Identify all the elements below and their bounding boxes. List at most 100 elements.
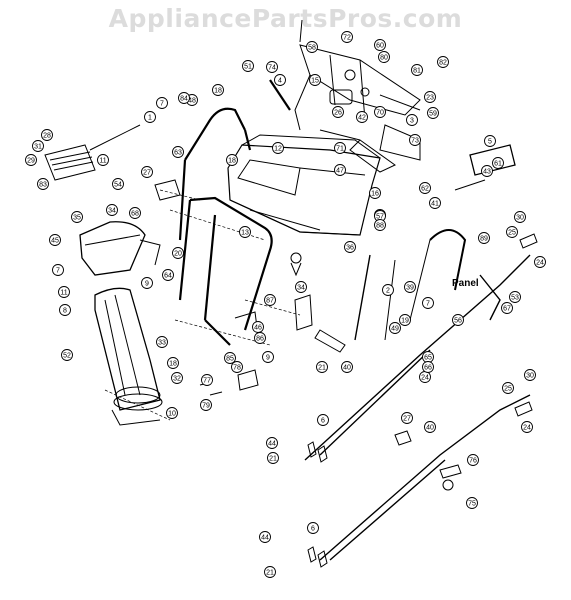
svg-text:34: 34 — [108, 208, 116, 215]
callout-71: 71 — [334, 142, 346, 154]
callout-24: 24 — [534, 256, 546, 268]
callout-7: 7 — [156, 97, 168, 109]
callout-51: 51 — [242, 60, 254, 72]
callout-20: 20 — [172, 247, 184, 259]
svg-text:59: 59 — [429, 111, 437, 118]
svg-text:85: 85 — [226, 356, 234, 363]
svg-text:24: 24 — [536, 260, 544, 267]
callout-27: 27 — [401, 412, 413, 424]
callout-11: 11 — [58, 286, 70, 298]
callout-26: 26 — [332, 106, 344, 118]
callout-42: 42 — [356, 111, 368, 123]
svg-text:31: 31 — [34, 144, 42, 151]
callout-4: 4 — [274, 74, 286, 86]
callout-44: 44 — [259, 531, 271, 543]
upper-handle — [178, 79, 291, 241]
callout-81: 81 — [411, 64, 423, 76]
callout-89: 89 — [478, 232, 490, 244]
callout-18: 18 — [226, 154, 238, 166]
headlight-element — [44, 124, 141, 181]
svg-text:32: 32 — [173, 376, 181, 383]
callout-84: 84 — [178, 92, 190, 104]
callout-83: 83 — [37, 178, 49, 190]
svg-text:54: 54 — [114, 182, 122, 189]
svg-text:66: 66 — [424, 365, 432, 372]
callout-56: 56 — [452, 314, 464, 326]
callout-35: 35 — [71, 211, 83, 223]
svg-text:81: 81 — [413, 68, 421, 75]
svg-text:7: 7 — [56, 268, 60, 275]
callout-54: 54 — [112, 178, 124, 190]
chute-deflector — [79, 221, 161, 276]
callout-2: 2 — [382, 284, 394, 296]
svg-text:68: 68 — [131, 211, 139, 218]
svg-text:87: 87 — [266, 298, 274, 305]
callout-65: 65 — [422, 351, 434, 363]
svg-text:5: 5 — [488, 139, 492, 146]
callout-28: 28 — [41, 129, 53, 141]
svg-text:49: 49 — [391, 326, 399, 333]
callout-41: 41 — [429, 197, 441, 209]
svg-text:63: 63 — [174, 150, 182, 157]
callout-80: 80 — [378, 51, 390, 63]
svg-text:65: 65 — [424, 355, 432, 362]
discharge-chute — [94, 287, 163, 426]
svg-text:10: 10 — [168, 411, 176, 418]
callout-87: 87 — [264, 294, 276, 306]
svg-text:57: 57 — [376, 214, 384, 221]
svg-text:36: 36 — [346, 245, 354, 252]
callout-45: 45 — [49, 234, 61, 246]
svg-text:3: 3 — [410, 118, 414, 125]
callout-75: 75 — [466, 497, 478, 509]
svg-text:76: 76 — [469, 458, 477, 465]
svg-text:70: 70 — [376, 110, 384, 117]
callout-24: 24 — [521, 421, 533, 433]
svg-text:58: 58 — [308, 45, 316, 52]
svg-text:39: 39 — [406, 285, 414, 292]
callout-74: 74 — [266, 61, 278, 73]
svg-text:52: 52 — [63, 353, 71, 360]
callout-67: 67 — [501, 302, 513, 314]
callout-6: 6 — [307, 522, 319, 534]
callout-13: 13 — [239, 226, 251, 238]
callout-77: 77 — [201, 374, 213, 386]
callout-12: 12 — [272, 142, 284, 154]
svg-text:84: 84 — [180, 96, 188, 103]
callout-9: 9 — [262, 351, 274, 363]
svg-text:33: 33 — [158, 340, 166, 347]
svg-text:47: 47 — [336, 168, 344, 175]
callout-36: 36 — [344, 241, 356, 253]
callout-9: 9 — [141, 277, 153, 289]
control-panel-housing — [227, 134, 381, 236]
svg-text:71: 71 — [336, 146, 344, 153]
callout-10: 10 — [166, 407, 178, 419]
svg-text:51: 51 — [244, 64, 252, 71]
callout-15: 15 — [309, 74, 321, 86]
callout-21: 21 — [264, 566, 276, 578]
svg-text:24: 24 — [421, 375, 429, 382]
hardware-details — [154, 179, 346, 396]
callout-68: 68 — [129, 207, 141, 219]
svg-text:7: 7 — [426, 301, 430, 308]
svg-text:46: 46 — [254, 325, 262, 332]
callout-85: 85 — [224, 352, 236, 364]
svg-text:78: 78 — [233, 365, 241, 372]
callout-61: 61 — [492, 157, 504, 169]
svg-text:25: 25 — [508, 230, 516, 237]
callout-32: 32 — [171, 372, 183, 384]
callout-25: 25 — [502, 382, 514, 394]
callout-63: 63 — [172, 146, 184, 158]
svg-text:64: 64 — [164, 273, 172, 280]
callout-8: 8 — [59, 304, 71, 316]
callout-30: 30 — [514, 211, 526, 223]
svg-text:56: 56 — [454, 318, 462, 325]
callout-39: 39 — [404, 281, 416, 293]
callout-7: 7 — [52, 264, 64, 276]
watermark-header: AppliancePartsPros.com — [0, 0, 571, 40]
callout-1: 1 — [144, 111, 156, 123]
svg-text:88: 88 — [376, 223, 384, 230]
svg-text:79: 79 — [202, 403, 210, 410]
callout-16: 16 — [369, 187, 381, 199]
callout-53: 53 — [509, 291, 521, 303]
svg-text:21: 21 — [266, 570, 274, 577]
